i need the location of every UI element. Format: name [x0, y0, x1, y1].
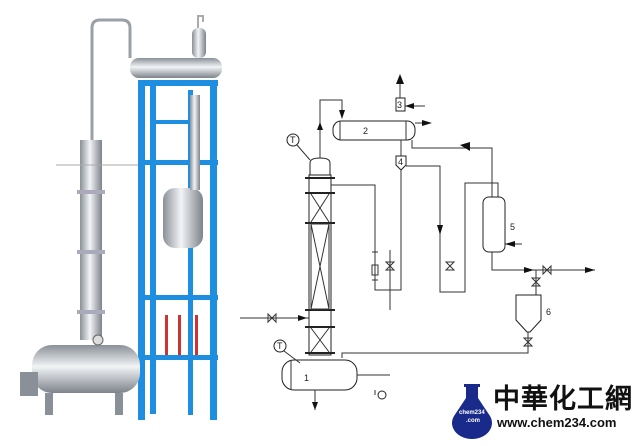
flask-logo-icon: chem234 .com	[452, 384, 493, 439]
equipment-photo	[20, 15, 222, 420]
photo-condenser	[130, 58, 222, 78]
photo-receiver	[163, 188, 203, 248]
reboiler	[281, 359, 358, 391]
receiver	[482, 196, 506, 253]
label-reboiler: 1	[304, 373, 309, 383]
logo-url: www.chem234.com	[497, 415, 617, 430]
process-schematic: 2 3 4 5 6	[240, 74, 595, 410]
label-condenser: 2	[363, 126, 368, 136]
label-tank: 6	[546, 307, 551, 317]
tank	[515, 294, 542, 333]
flask-text-2: .com	[466, 418, 480, 424]
flask-text-1: chem234	[459, 410, 485, 416]
thermometer-top-label: T	[290, 135, 296, 145]
label-item3: 3	[397, 100, 402, 110]
label-separator: 4	[398, 157, 403, 167]
photo-reboiler	[32, 345, 140, 393]
separator	[395, 155, 407, 171]
logo-name: 中華化工網	[493, 384, 633, 415]
condenser	[332, 120, 416, 141]
label-receiver: 5	[510, 222, 515, 232]
distillation-column	[305, 157, 335, 356]
blue-support-frame	[138, 80, 218, 420]
thermometer-bottom-label: T	[277, 341, 283, 351]
